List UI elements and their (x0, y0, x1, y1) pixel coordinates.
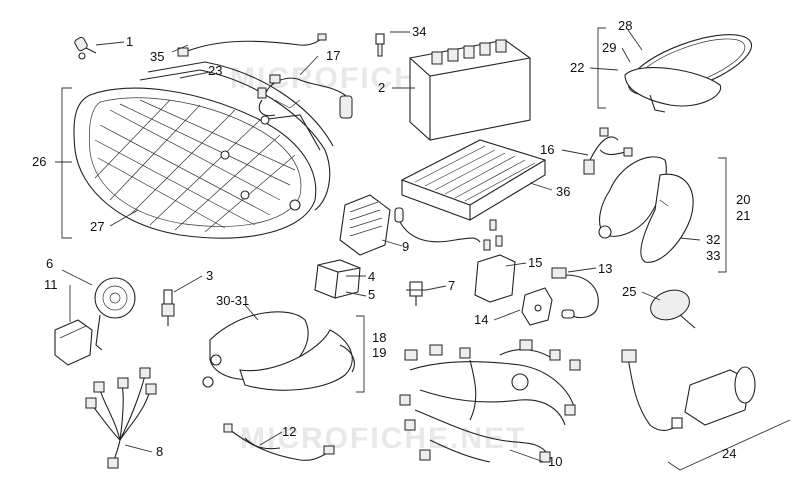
watermark-bottom: MICROFICHE.NET (240, 422, 526, 455)
flasher-unit (54, 319, 93, 366)
label-4: 4 (368, 269, 375, 284)
label-32: 32 (706, 232, 720, 247)
label-13: 13 (598, 261, 612, 276)
horn (94, 277, 136, 351)
voltage-regulator (339, 194, 391, 256)
label-17: 17 (326, 48, 340, 63)
label-2: 2 (378, 80, 385, 95)
fuse-34 (375, 33, 385, 57)
label-15: 15 (528, 255, 542, 270)
label-34: 34 (412, 24, 426, 39)
label-36: 36 (556, 184, 570, 199)
headlight-assembly (73, 61, 334, 239)
label-18: 18 (372, 330, 386, 345)
wiring-8 (85, 367, 157, 469)
headlight-rim (624, 34, 753, 113)
label-10: 10 (548, 454, 562, 469)
light-housing (598, 156, 694, 263)
front-fairing (202, 311, 355, 391)
label-23: 23 (208, 63, 222, 78)
sensor-24 (621, 349, 756, 431)
cable-9 (394, 207, 481, 243)
main-harness (399, 339, 581, 463)
label-11: 11 (44, 277, 58, 292)
connector-3 (161, 289, 175, 326)
label-3: 3 (206, 268, 213, 283)
label-27: 27 (90, 219, 104, 234)
battery (409, 39, 531, 141)
battery-tray (400, 139, 547, 221)
leader-lines (55, 29, 701, 463)
label-9: 9 (402, 239, 409, 254)
label-24: 24 (722, 446, 736, 461)
label-8: 8 (156, 444, 163, 459)
cable-13 (551, 267, 599, 319)
bulb (74, 36, 97, 60)
label-6: 6 (46, 256, 53, 271)
label-33: 33 (706, 248, 720, 263)
bracket-14 (521, 287, 553, 326)
relay (314, 259, 361, 299)
label-19: 19 (372, 345, 386, 360)
label-5: 5 (368, 287, 375, 302)
label-29: 29 (602, 40, 616, 55)
label-26: 26 (32, 154, 46, 169)
cable-35 (177, 33, 327, 57)
label-14: 14 (474, 312, 488, 327)
cable-12 (223, 423, 335, 461)
group-brackets (61, 27, 791, 471)
label-20: 20 (736, 192, 750, 207)
wiring-16 (583, 127, 633, 175)
label-21: 21 (736, 208, 750, 223)
fuse-box (474, 219, 516, 303)
label-30-31: 30-31 (216, 293, 249, 308)
label-25: 25 (622, 284, 636, 299)
label-1: 1 (126, 34, 133, 49)
switch-7 (406, 281, 426, 306)
label-7: 7 (448, 278, 455, 293)
label-22: 22 (570, 60, 584, 75)
speaker-grille (650, 289, 696, 329)
label-12: 12 (282, 424, 296, 439)
label-28: 28 (618, 18, 632, 33)
label-35: 35 (150, 49, 164, 64)
wiring-17 (257, 74, 353, 119)
part-labels: 1 2 3 4 5 6 7 8 9 10 11 12 13 14 15 16 1… (32, 18, 750, 469)
label-16: 16 (540, 142, 554, 157)
